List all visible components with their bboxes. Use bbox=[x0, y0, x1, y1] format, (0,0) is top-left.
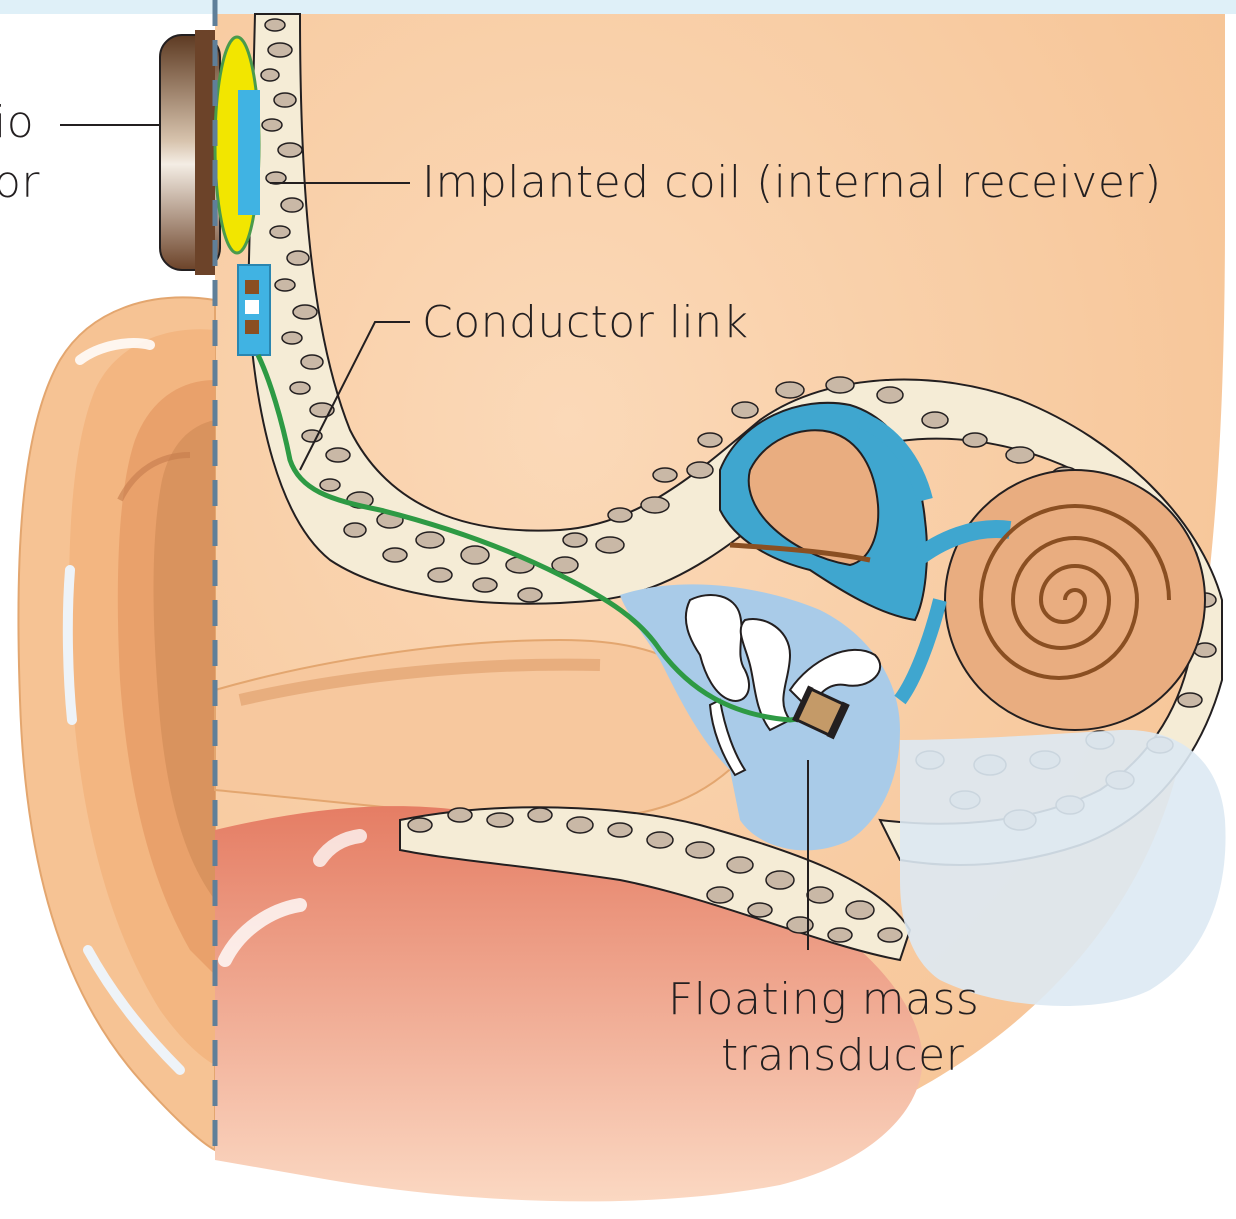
floating-mass-label-line1: Floating mass bbox=[668, 972, 979, 1028]
top-band bbox=[0, 0, 1236, 14]
audio-processor bbox=[160, 30, 220, 275]
floating-mass-label-line2: transducer bbox=[668, 1028, 979, 1084]
processor-label-bottom: or bbox=[0, 155, 40, 211]
implanted-coil-label: Implanted coil (internal receiver) bbox=[422, 155, 1162, 211]
outer-ear bbox=[18, 298, 215, 1151]
soft-shadow bbox=[900, 730, 1226, 1006]
floating-mass-transducer-label: Floating mass transducer bbox=[668, 972, 979, 1084]
cochlea bbox=[945, 470, 1205, 730]
processor-label-top: io bbox=[0, 95, 34, 151]
conductor-link-label: Conductor link bbox=[422, 295, 749, 351]
